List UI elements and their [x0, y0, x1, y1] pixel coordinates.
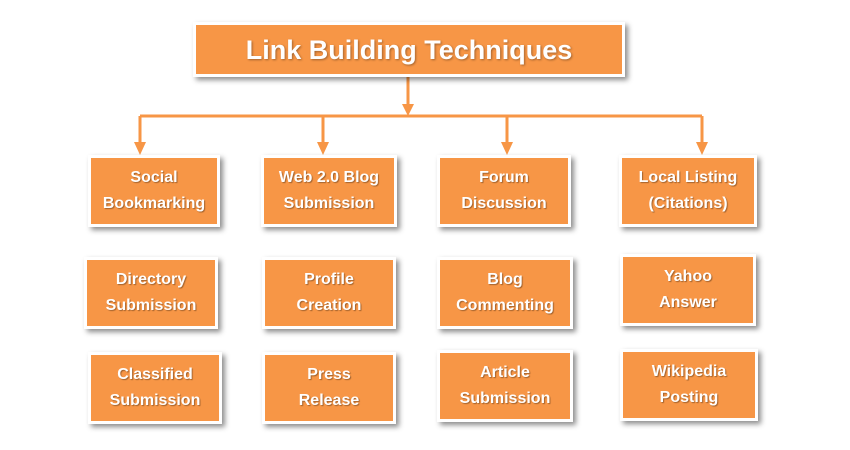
diagram-title: Link Building Techniques [245, 34, 573, 65]
node-profile-creation: Profile Creation [262, 257, 396, 329]
node-web20-blog-submission: Web 2.0 Blog Submission [261, 155, 397, 227]
node-social-bookmarking: Social Bookmarking [88, 155, 220, 227]
title-box: Link Building Techniques [193, 22, 625, 77]
node-wikipedia-posting: Wikipedia Posting [620, 349, 758, 421]
node-classified-submission: Classified Submission [88, 352, 222, 424]
arrowhead-col-1 [134, 142, 146, 155]
arrowhead-trunk [402, 104, 414, 116]
node-yahoo-answer: Yahoo Answer [620, 254, 756, 326]
arrowhead-col-2 [317, 142, 329, 155]
node-press-release: Press Release [262, 352, 396, 424]
node-local-listing-citations: Local Listing (Citations) [619, 155, 757, 227]
node-forum-discussion: Forum Discussion [437, 155, 571, 227]
arrowhead-col-4 [696, 142, 708, 155]
node-article-submission: Article Submission [437, 350, 573, 422]
node-blog-commenting: Blog Commenting [437, 257, 573, 329]
arrowhead-col-3 [501, 142, 513, 155]
node-directory-submission: Directory Submission [84, 257, 218, 329]
